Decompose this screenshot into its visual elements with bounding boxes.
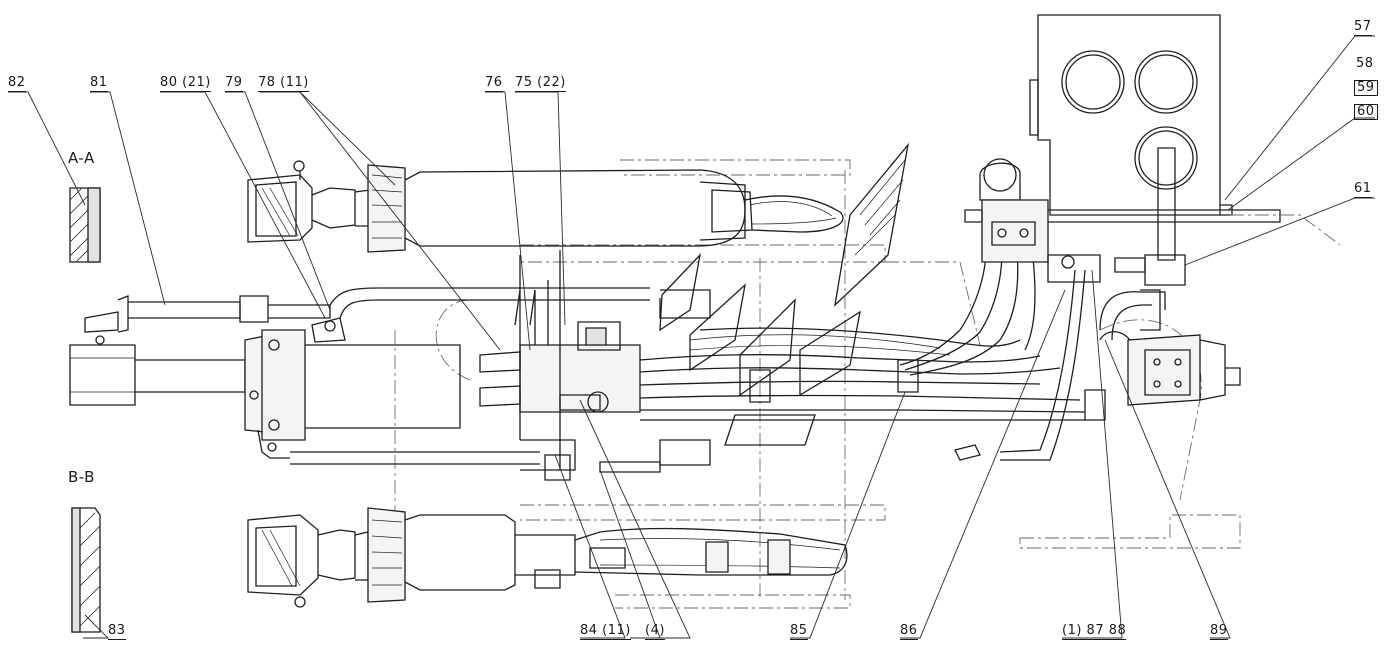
callout-80: 80 (21) [160,75,211,92]
callout-79: 79 [225,75,243,92]
control-valve-block [479,250,641,481]
section-label-a: A-A [68,149,95,167]
callout-87-88: (1) 87 88 [1062,623,1127,640]
hydraulic-tank [1029,14,1341,331]
phantom-frame-outline [394,159,1241,609]
lower-lift-cylinder [247,507,848,608]
callout-leaders [8,35,1375,639]
callout-84: 84 (11) [580,623,631,640]
callout-61: 61 [1354,181,1372,198]
callout-78: 78 (11) [258,75,309,92]
section-label-b: B-B [68,468,95,486]
callout-89: 89 [1210,623,1228,640]
section-views [69,187,101,633]
callout-58: 58 [1356,56,1374,71]
guard-plates [659,142,910,446]
filter-gauge-unit [964,158,1146,283]
callout-85: 85 [790,623,808,640]
callout-59: 59 [1354,80,1378,96]
upper-lift-cylinder [247,160,844,253]
callout-81: 81 [90,75,108,92]
callout-76: 76 [485,75,503,92]
callout-86: 86 [900,623,918,640]
callout-57: 57 [1354,19,1372,36]
pump-motor-unit [1084,331,1241,421]
steering-cylinder-assembly [69,295,461,459]
callout-75: 75 (22) [515,75,566,92]
callout-82: 82 [8,75,26,92]
callout-4: (4) [645,623,665,640]
callout-83: 83 [108,623,126,640]
callout-60: 60 [1354,104,1378,120]
